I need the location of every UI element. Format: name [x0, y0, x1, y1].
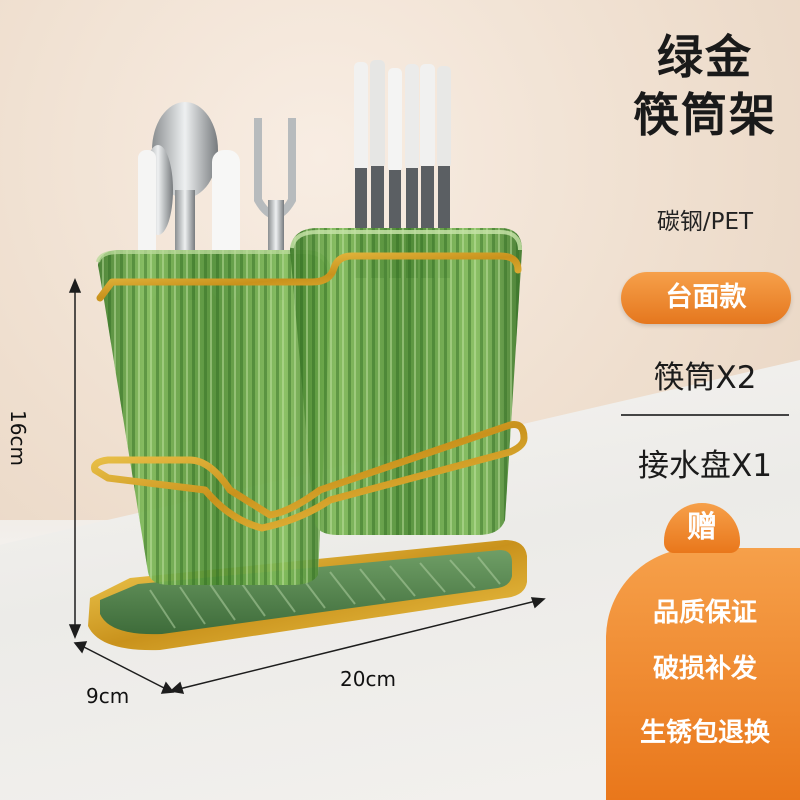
left-utensil-cup	[96, 250, 332, 585]
gift-item-rust-refund: 生锈包退换	[639, 718, 770, 748]
contents-item-tray: 接水盘X1	[638, 448, 772, 484]
gift-panel	[606, 548, 800, 800]
depth-dimension-label: 9cm	[86, 684, 130, 708]
divider	[621, 414, 789, 416]
gift-item-replacement: 破损补发	[652, 654, 757, 684]
gift-item-quality: 品质保证	[652, 598, 757, 628]
gold-rails	[91, 252, 528, 532]
product-title-line1: 绿金	[657, 30, 753, 84]
chopsticks	[354, 60, 451, 278]
product-title: 绿金 筷筒架	[625, 28, 785, 144]
drip-tray	[88, 540, 527, 651]
height-dimension-label: 16cm	[6, 410, 30, 466]
contents-item-cups: 筷筒X2	[653, 360, 757, 396]
right-chopstick-cup	[290, 228, 522, 535]
material-label: 碳钢/PET	[656, 209, 754, 235]
dimension-lines	[68, 278, 546, 694]
width-dimension-label: 20cm	[340, 667, 396, 691]
gift-badge: 赠	[664, 503, 740, 553]
variant-pill: 台面款	[621, 272, 791, 324]
product-title-line2: 筷筒架	[633, 88, 777, 142]
